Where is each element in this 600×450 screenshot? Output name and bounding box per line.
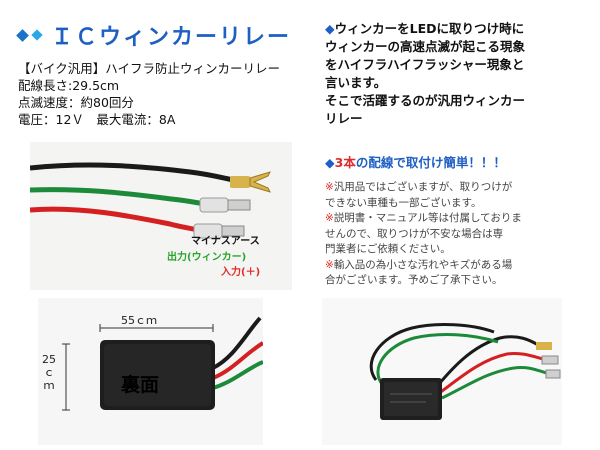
spec-block: 【バイク汎用】ハイフラ防止ウィンカーリレー 配線長さ:29.5cm 点滅速度：約… <box>18 60 288 128</box>
diamond-icon <box>16 28 29 42</box>
note-text: 合がございます。予めご了承下さい。 <box>325 274 503 286</box>
title-row: ＩＣウィンカーリレー <box>16 22 292 50</box>
note-text: 門業者にご依頼ください。 <box>325 243 451 255</box>
dimension-height-unit-m: ｍ <box>43 379 55 392</box>
description-line: をハイフラハイフラッシャー現象と <box>325 57 525 72</box>
dimension-height-unit-c: ｃ <box>43 366 55 379</box>
note-text: せんので、取りつけが不安な場合は専 <box>325 227 504 240</box>
diamond-icon <box>31 29 43 41</box>
description-line: そこで活躍するのが汎用ウィンカー <box>325 93 526 108</box>
label-output-winker: 出力(ウィンカー) <box>167 252 247 263</box>
headline-wire-count: 3本 <box>334 155 356 170</box>
description-block: ウィンカーをLEDに取りつけ時に ウィンカーの高速点滅が起こる現象 をハイフラハ… <box>325 20 593 128</box>
spec-product-line: 【バイク汎用】ハイフラ防止ウィンカーリレー <box>18 61 281 76</box>
note-mark: ※ <box>325 258 334 271</box>
spec-wire-length: 配線長さ:29.5cm <box>18 78 120 93</box>
note-mark: ※ <box>325 212 334 224</box>
dimension-width: 55ｃｍ <box>121 314 157 327</box>
dimension-height: 25 ｃ ｍ <box>42 353 56 392</box>
label-minus-ground: マイナスアース <box>191 236 260 247</box>
note-mark: ※ <box>325 181 334 193</box>
wiring-photo <box>30 142 292 290</box>
description-line: 言います。 <box>325 75 387 90</box>
spec-voltage-current: 電圧：12Ｖ 最大電流：8A <box>18 112 176 127</box>
headline: ◆3本の配線で取付け簡単！！！ <box>325 152 506 171</box>
page-title: ＩＣウィンカーリレー <box>51 25 292 50</box>
relay-front-photo <box>322 298 562 445</box>
description-line: リレー <box>325 111 363 126</box>
note-text: 輸入品の為小さな汚れやキズがある場 <box>333 258 513 271</box>
label-input-plus: 入力(＋) <box>221 267 261 278</box>
notes-block: ※汎用品ではございますが、取りつけが できない車種も一部ございます。 ※説明書・… <box>325 180 593 289</box>
diamond-icon: ◆ <box>325 155 335 170</box>
relay-back-illustration <box>62 316 263 411</box>
note-text: 汎用品ではございますが、取りつけが <box>333 181 513 193</box>
back-side-label: 裏面 <box>121 374 160 396</box>
headline-text: の配線で取付け簡単！！！ <box>355 155 506 170</box>
note-text: 説明書・マニュアル等は付属しておりま <box>333 212 522 224</box>
relay-front-illustration <box>369 323 561 420</box>
spec-blink-rate: 点滅速度：約80回分 <box>18 95 134 110</box>
dimension-height-num: 25 <box>42 353 56 366</box>
relay-back-photo <box>38 298 263 445</box>
description-line: ウィンカーをLEDに取りつけ時に <box>325 20 593 38</box>
note-text: できない車種も一部ございます。 <box>325 196 482 209</box>
wiring-illustration <box>30 162 271 239</box>
description-line: ウィンカーの高速点滅が起こる現象 <box>325 39 526 54</box>
